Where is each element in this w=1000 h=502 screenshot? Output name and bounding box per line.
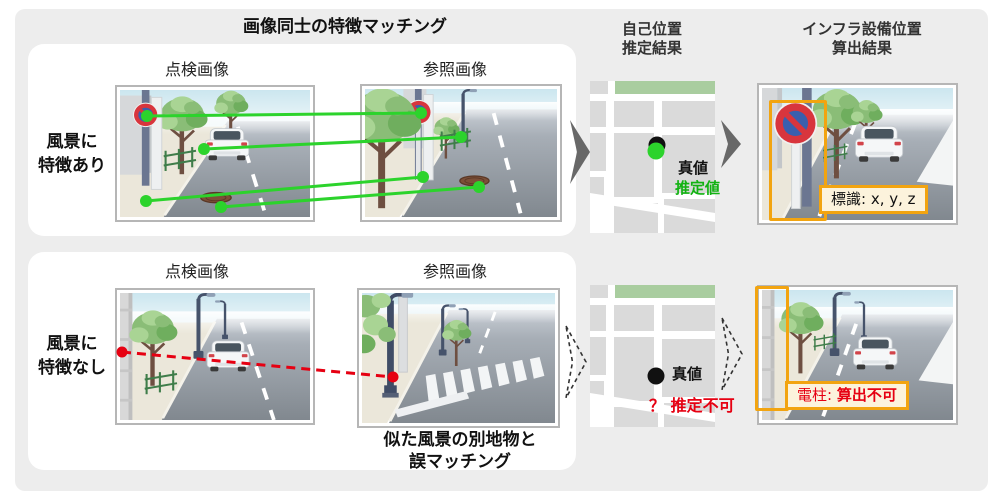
car-icon: [204, 128, 250, 161]
sign-highlight-rect: [769, 100, 827, 221]
column-header-infra-position: インフラ設備位置 算出結果: [772, 20, 952, 58]
estimation-failed-label: ？ 推定不可: [649, 396, 735, 415]
row-label-featured-line1: 風景に: [46, 132, 98, 152]
pole-result-label: 電柱: 算出不可: [785, 381, 909, 410]
self-position-line1: 自己位置: [621, 20, 682, 38]
header-reference-bottom: 参照画像: [422, 262, 487, 281]
street-scene-illustration: [362, 293, 555, 423]
mismatch-caption-line2: 誤マッチング: [409, 452, 511, 472]
street-scene-illustration: [120, 293, 310, 420]
true-value-label-bottom: 真値: [672, 365, 703, 383]
car-icon: [855, 125, 904, 163]
flow-arrow-icon: [570, 120, 590, 184]
estimated-value-label: 推定値: [675, 179, 721, 197]
car-icon: [206, 340, 250, 372]
manhole-icon: [459, 175, 490, 187]
map-green-strip: [615, 81, 715, 94]
manhole-icon: [200, 191, 232, 204]
street-scene-illustration: [762, 290, 953, 420]
row-label-featureless-line2: 特徴なし: [38, 358, 106, 378]
header-inspection-top: 点検画像: [164, 60, 229, 79]
mismatch-caption: 似た風景の別地物と 誤マッチング: [352, 429, 568, 473]
true-value-label-top: 真値: [678, 159, 709, 177]
mismatch-caption-line1: 似た風景の別地物と: [383, 430, 537, 450]
sign-coordinates-label: 標識: x, y, z: [819, 185, 928, 214]
header-reference-top: 参照画像: [422, 60, 487, 79]
scene-reference-bottom: [357, 288, 560, 428]
no-parking-sign-icon: [131, 100, 160, 129]
infra-position-line2: 算出結果: [831, 39, 892, 57]
uncertain-flow-arrow-icon: [721, 317, 743, 391]
row-label-featured: 風景に 特徴あり: [20, 130, 124, 178]
map-green-strip: [615, 285, 715, 298]
row-label-featureless: 風景に 特徴なし: [20, 332, 124, 380]
car-icon: [853, 336, 898, 370]
pole-label-prefix: 電柱:: [797, 386, 837, 404]
street-scene-illustration: [120, 90, 310, 217]
flow-arrow-icon: [721, 120, 741, 168]
crosswalk-icon: [394, 357, 545, 418]
street-scene-illustration: [365, 89, 557, 217]
scene-reference-top: [360, 84, 562, 222]
row-label-featured-line2: 特徴あり: [38, 156, 106, 176]
infra-position-line1: インフラ設備位置: [802, 20, 922, 38]
true-position-dot: [647, 367, 665, 385]
map-self-position-bottom: [590, 285, 715, 427]
row-label-featureless-line1: 風景に: [46, 334, 98, 354]
pole-highlight-rect: [755, 286, 789, 411]
question-mark-icon: ？: [649, 396, 666, 415]
pole-label-value: 算出不可: [836, 386, 897, 404]
estimated-position-dot: [647, 142, 665, 160]
map-illustration: [590, 285, 715, 427]
self-position-line2: 推定結果: [621, 39, 682, 57]
column-header-self-position: 自己位置 推定結果: [592, 20, 712, 58]
map-illustration: [590, 81, 715, 233]
figure-title: 画像同士の特徴マッチング: [243, 17, 447, 37]
uncertain-flow-arrow-icon: [565, 325, 587, 399]
map-self-position-top: [590, 81, 715, 233]
utility-pole-icon: [120, 293, 133, 420]
scene-inspection-top: [115, 85, 315, 222]
tree-leaves-icon: [362, 293, 396, 354]
scene-inspection-bottom: [115, 288, 315, 425]
header-inspection-bottom: 点検画像: [164, 262, 229, 281]
